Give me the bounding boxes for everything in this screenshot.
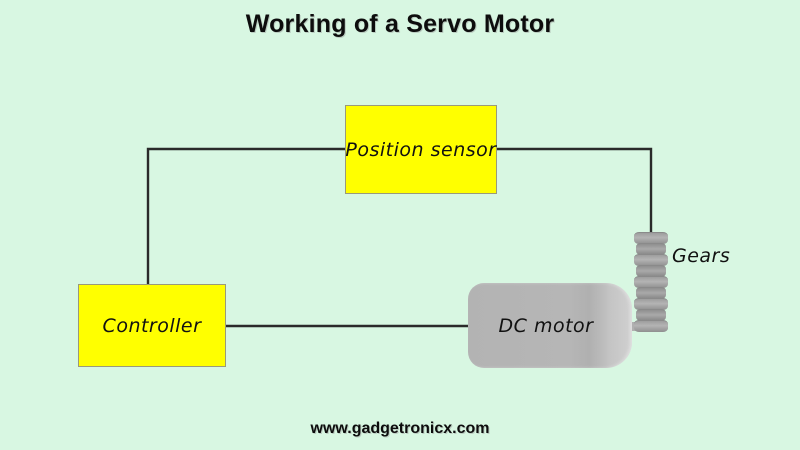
gear-segment [636,287,666,299]
gear-segment [634,298,668,310]
block-label-gears: Gears [672,245,731,267]
gear-segment [636,309,666,321]
wire-sensor-to-controller [146,147,345,286]
gear-segment [636,243,666,255]
gear-segment [634,276,668,288]
block-label-dc-motor: DC motor [498,314,594,337]
block-label-position-sensor: Position sensor [345,138,497,161]
page-title: Working of a Servo Motor [245,10,555,38]
gear-segment [634,254,668,266]
block-label-controller: Controller [102,314,202,337]
block-position-sensor[interactable]: Position sensor [345,105,497,194]
wire-gears-to-sensor [497,147,653,236]
gear-segment [636,265,666,277]
motor-end-cap [606,283,632,368]
gear-segment [634,232,668,244]
block-controller[interactable]: Controller [78,284,226,367]
gear-segment [634,320,668,332]
gears-shape [634,232,668,332]
footer-watermark: www.gadgetronicx.com [310,420,490,437]
block-dc-motor[interactable]: DC motor [468,283,632,368]
